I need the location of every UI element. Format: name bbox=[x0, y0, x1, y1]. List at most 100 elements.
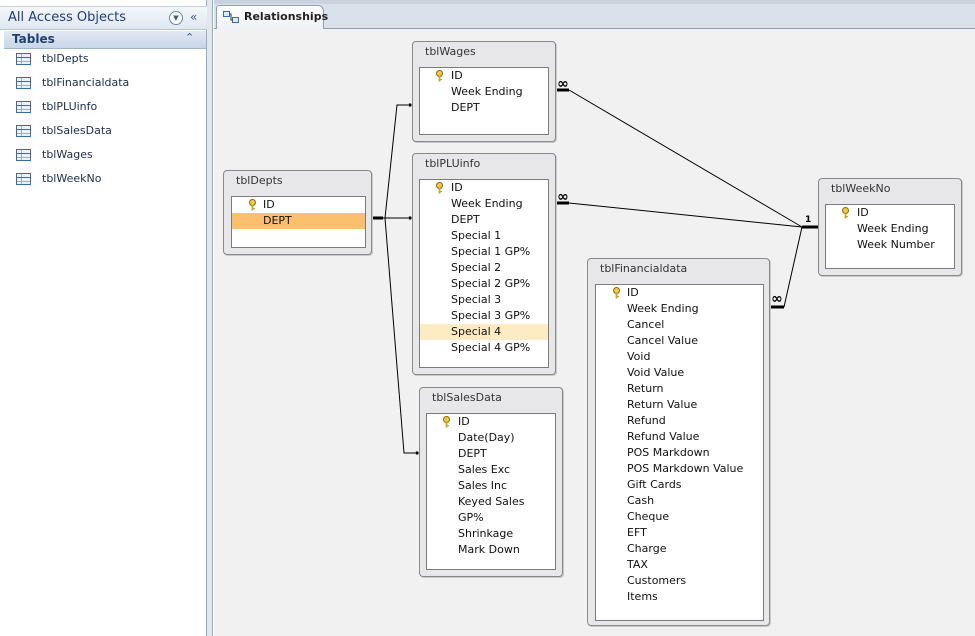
field-row[interactable]: Shrinkage bbox=[427, 526, 555, 542]
field-row-selected[interactable]: DEPT bbox=[232, 213, 365, 229]
field-row[interactable]: ID bbox=[596, 285, 763, 301]
field-row[interactable]: Special 3 GP% bbox=[420, 308, 548, 324]
double-chevron-up-icon[interactable]: ⌃ bbox=[185, 31, 195, 44]
field-row[interactable]: Special 4 GP% bbox=[420, 340, 548, 356]
nav-group-tables[interactable]: Tables ⌃ bbox=[4, 31, 206, 49]
field-row[interactable]: Special 2 bbox=[420, 260, 548, 276]
field-row[interactable]: Cheque bbox=[596, 509, 763, 525]
field-row[interactable]: Void bbox=[596, 349, 763, 365]
field-row[interactable]: Special 3 bbox=[420, 292, 548, 308]
table-title[interactable]: tblWeekNo bbox=[831, 182, 891, 195]
field-list[interactable]: ID Date(Day) DEPT Sales Exc Sales Inc Ke… bbox=[426, 413, 556, 570]
field-name: Cancel Value bbox=[627, 334, 698, 347]
nav-item-tblwages[interactable]: tblWages bbox=[14, 147, 202, 165]
field-row[interactable]: Week Ending bbox=[596, 301, 763, 317]
field-row[interactable]: Date(Day) bbox=[427, 430, 555, 446]
table-tblweekno[interactable]: tblWeekNo ID Week Ending Week Number bbox=[818, 178, 962, 276]
field-name: Special 1 GP% bbox=[451, 245, 531, 258]
chevron-down-circle-icon[interactable]: ▼ bbox=[169, 11, 183, 25]
field-row[interactable]: Return Value bbox=[596, 397, 763, 413]
field-row[interactable]: DEPT bbox=[420, 100, 548, 116]
field-row[interactable]: ID bbox=[232, 197, 365, 213]
table-tblwages[interactable]: tblWages ID Week Ending DEPT bbox=[412, 41, 556, 142]
double-chevron-left-icon[interactable]: « bbox=[190, 10, 198, 24]
nav-item-tblsalesdata[interactable]: tblSalesData bbox=[14, 123, 202, 141]
field-row[interactable]: Week Ending bbox=[420, 84, 548, 100]
field-row[interactable]: Gift Cards bbox=[596, 477, 763, 493]
nav-item-tbldepts[interactable]: tblDepts bbox=[14, 51, 202, 69]
nav-pane-title[interactable]: All Access Objects bbox=[8, 10, 126, 25]
field-row[interactable]: Week Ending bbox=[420, 196, 548, 212]
table-title[interactable]: tblPLUinfo bbox=[425, 157, 481, 170]
field-row[interactable]: POS Markdown bbox=[596, 445, 763, 461]
field-row[interactable]: Customers bbox=[596, 573, 763, 589]
field-row[interactable]: Cancel bbox=[596, 317, 763, 333]
table-title[interactable]: tblFinancialdata bbox=[600, 262, 688, 275]
table-tblfinancialdata[interactable]: tblFinancialdata ID Week Ending Cancel C… bbox=[587, 258, 770, 626]
table-title[interactable]: tblDepts bbox=[236, 174, 283, 187]
field-row[interactable]: TAX bbox=[596, 557, 763, 573]
nav-item-tblpluinfo[interactable]: tblPLUinfo bbox=[14, 99, 202, 117]
field-row[interactable]: DEPT bbox=[427, 446, 555, 462]
field-row[interactable]: POS Markdown Value bbox=[596, 461, 763, 477]
nav-item-tblweekno[interactable]: tblWeekNo bbox=[14, 171, 202, 189]
table-tbldepts[interactable]: tblDepts ID DEPT bbox=[223, 170, 372, 255]
field-row[interactable]: Return bbox=[596, 381, 763, 397]
field-name: Cancel bbox=[627, 318, 665, 331]
field-name: DEPT bbox=[263, 214, 292, 227]
tab-relationships[interactable]: Relationships bbox=[216, 5, 328, 29]
one-marker: 1 bbox=[805, 215, 812, 225]
field-name: Customers bbox=[627, 574, 687, 587]
relationships-canvas[interactable]: ∞ ∞ ∞ 1 tblWages ID Week Ending DEPT tbl… bbox=[214, 29, 975, 636]
nav-pane-header[interactable]: All Access Objects ▼ « bbox=[0, 6, 207, 30]
join-line-depts-wages bbox=[371, 104, 408, 219]
field-row[interactable]: Refund Value bbox=[596, 429, 763, 445]
field-name: Date(Day) bbox=[458, 431, 515, 444]
field-row[interactable]: GP% bbox=[427, 510, 555, 526]
table-icon bbox=[16, 125, 31, 137]
field-name: Sales Inc bbox=[458, 479, 508, 492]
field-row[interactable]: Special 1 GP% bbox=[420, 244, 548, 260]
field-row[interactable]: Sales Exc bbox=[427, 462, 555, 478]
table-title[interactable]: tblSalesData bbox=[432, 391, 502, 404]
field-row[interactable]: DEPT bbox=[420, 212, 548, 228]
navigation-pane: All Access Objects ▼ « Tables ⌃ tblDepts… bbox=[0, 0, 207, 636]
field-row[interactable]: Cancel Value bbox=[596, 333, 763, 349]
field-name: Void Value bbox=[627, 366, 685, 379]
field-row-highlighted[interactable]: Special 4 bbox=[420, 324, 548, 340]
field-row[interactable]: Sales Inc bbox=[427, 478, 555, 494]
field-row[interactable]: ID bbox=[420, 180, 548, 196]
field-row[interactable]: Charge bbox=[596, 541, 763, 557]
table-title[interactable]: tblWages bbox=[425, 45, 476, 58]
field-row[interactable]: Special 1 bbox=[420, 228, 548, 244]
field-row[interactable]: ID bbox=[427, 414, 555, 430]
field-name: Special 3 GP% bbox=[451, 309, 531, 322]
field-name: ID bbox=[627, 286, 639, 299]
field-list[interactable]: ID Week Ending Week Number bbox=[825, 204, 955, 269]
field-row[interactable]: Refund bbox=[596, 413, 763, 429]
nav-item-tblfinancialdata[interactable]: tblFinancialdata bbox=[14, 75, 202, 93]
field-row[interactable]: Week Number bbox=[826, 237, 954, 253]
field-row[interactable]: Mark Down bbox=[427, 542, 555, 558]
field-row[interactable]: Special 2 GP% bbox=[420, 276, 548, 292]
field-row[interactable]: Keyed Sales bbox=[427, 494, 555, 510]
field-list[interactable]: ID Week Ending Cancel Cancel Value Void … bbox=[595, 284, 764, 621]
join-line-wages-weekno bbox=[568, 89, 803, 228]
table-tblpluinfo[interactable]: tblPLUinfo ID Week Ending DEPT Special 1… bbox=[412, 153, 556, 375]
table-icon bbox=[16, 101, 31, 113]
field-list[interactable]: ID DEPT bbox=[231, 196, 366, 248]
field-list[interactable]: ID Week Ending DEPT bbox=[419, 67, 549, 135]
field-row[interactable]: ID bbox=[420, 68, 548, 84]
nav-pane-splitter[interactable] bbox=[207, 0, 213, 636]
field-name: Special 2 bbox=[451, 261, 502, 274]
field-row[interactable]: Void Value bbox=[596, 365, 763, 381]
field-list[interactable]: ID Week Ending DEPT Special 1 Special 1 … bbox=[419, 179, 549, 368]
field-row[interactable]: Week Ending bbox=[826, 221, 954, 237]
field-name: GP% bbox=[458, 511, 484, 524]
field-row[interactable]: EFT bbox=[596, 525, 763, 541]
field-row[interactable]: ID bbox=[826, 205, 954, 221]
field-row[interactable]: Cash bbox=[596, 493, 763, 509]
field-name: Mark Down bbox=[458, 543, 520, 556]
table-tblsalesdata[interactable]: tblSalesData ID Date(Day) DEPT Sales Exc… bbox=[419, 387, 563, 577]
field-row[interactable]: Items bbox=[596, 589, 763, 605]
